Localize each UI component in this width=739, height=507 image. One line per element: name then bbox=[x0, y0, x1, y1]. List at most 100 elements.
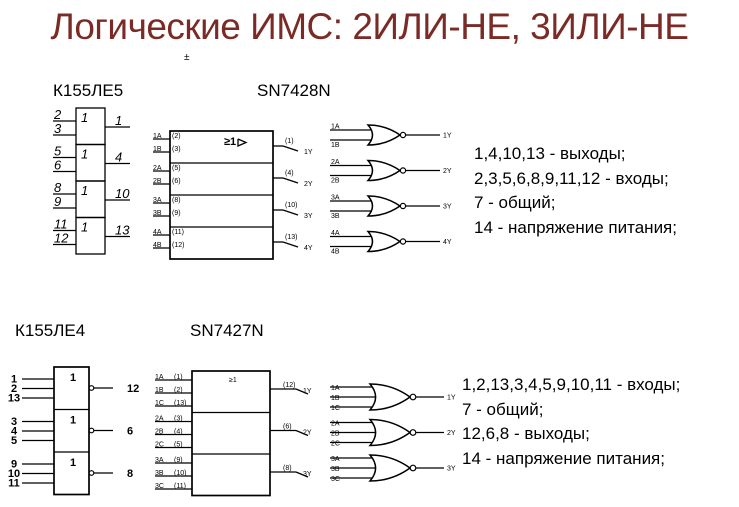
signal-name: 1B bbox=[153, 146, 162, 153]
signal-name: 1Y bbox=[447, 395, 456, 402]
chip-label-k155le5: К155ЛЕ5 bbox=[53, 81, 124, 100]
signal-name: 3A bbox=[331, 195, 340, 202]
chip-label-sn7427n: SN7427N bbox=[190, 321, 264, 340]
signal-name: 1C bbox=[331, 405, 340, 412]
legend-line: 14 - напряжение питания; bbox=[462, 448, 665, 468]
pin-number: (6) bbox=[172, 178, 181, 185]
signal-name: 2Y bbox=[303, 430, 312, 437]
chip-label-sn7428n: SN7428N bbox=[257, 81, 331, 100]
signal-name: 2C bbox=[331, 441, 340, 448]
chip-body bbox=[191, 370, 271, 497]
pin-number: 2 bbox=[11, 383, 17, 395]
pin-number: (6) bbox=[283, 424, 292, 431]
signal-name: 1B bbox=[331, 142, 340, 149]
signal-name: 2A bbox=[331, 421, 340, 428]
pin-number: 10 bbox=[115, 186, 130, 201]
signal-name: 2Y bbox=[304, 181, 313, 188]
pin-number: 4 bbox=[11, 426, 18, 438]
pin-number: 13 bbox=[115, 223, 130, 238]
inversion-bubble bbox=[409, 464, 417, 472]
pin-number: 13 bbox=[8, 393, 20, 405]
signal-name: 1Y bbox=[303, 388, 312, 395]
nor-gate-icon bbox=[366, 195, 402, 217]
output-lead bbox=[295, 388, 309, 395]
pin-number: 1 bbox=[115, 113, 122, 128]
pin-number: (5) bbox=[172, 165, 181, 172]
inversion-bubble bbox=[409, 393, 417, 401]
signal-name: 1A bbox=[153, 133, 162, 140]
chip-body bbox=[53, 366, 90, 496]
gate-symbol: 1 bbox=[70, 457, 76, 469]
gate-symbol: 1 bbox=[81, 220, 88, 235]
plus-minus-mark: ± bbox=[184, 52, 190, 63]
signal-name: 2B bbox=[331, 178, 340, 185]
gate-symbol: 1 bbox=[81, 147, 88, 162]
legend-line: 14 - напряжение питания; bbox=[474, 217, 677, 237]
pin-number: (1) bbox=[285, 138, 294, 145]
signal-name: 1A bbox=[331, 385, 340, 392]
signal-name: 3C bbox=[331, 476, 340, 483]
pin-number: (4) bbox=[174, 429, 183, 436]
output-lead bbox=[295, 471, 309, 478]
signal-name: 3A bbox=[155, 457, 164, 464]
signal-name: 3A bbox=[331, 456, 340, 463]
gate-symbol: 1 bbox=[81, 183, 88, 198]
signal-name: 2A bbox=[153, 165, 162, 172]
pin-number: 9 bbox=[54, 194, 61, 209]
pin-number: 5 bbox=[11, 435, 17, 447]
signal-name: 2Y bbox=[443, 168, 452, 175]
pin-number: 3 bbox=[54, 121, 62, 136]
gate-box bbox=[75, 216, 106, 255]
signal-name: 3Y bbox=[303, 471, 312, 478]
signal-name: 1A bbox=[155, 374, 164, 381]
pin-number: (9) bbox=[172, 210, 181, 217]
inversion-bubble bbox=[88, 427, 95, 434]
pin-number: (11) bbox=[174, 483, 186, 490]
signal-name: 1Y bbox=[304, 149, 313, 156]
gate-arrow-icon bbox=[237, 138, 248, 147]
pin-number: (10) bbox=[285, 202, 297, 209]
signal-name: 3A bbox=[153, 197, 162, 204]
pin-number: 11 bbox=[54, 217, 68, 232]
signal-name: 4Y bbox=[304, 245, 313, 252]
nor-gate-icon bbox=[368, 383, 412, 411]
signal-name: 2B bbox=[331, 431, 340, 438]
signal-name: 4B bbox=[331, 249, 340, 256]
legend-line: 7 - общий; bbox=[474, 193, 556, 212]
signal-name: 2B bbox=[155, 429, 164, 436]
signal-name: 1Y bbox=[443, 133, 452, 140]
pin-number: (1) bbox=[174, 374, 183, 381]
pin-number: (5) bbox=[174, 442, 183, 449]
inversion-bubble bbox=[409, 429, 417, 436]
pin-number: (2) bbox=[174, 387, 183, 394]
signal-name: 3Y bbox=[304, 213, 313, 220]
signal-name: 4A bbox=[331, 230, 340, 237]
signal-name: 2A bbox=[331, 159, 340, 166]
or-symbol: ≥1 bbox=[229, 377, 237, 384]
pin-number: (13) bbox=[174, 400, 186, 407]
signal-name: 3B bbox=[331, 466, 340, 473]
signal-name: 2C bbox=[155, 442, 164, 449]
signal-name: 3Y bbox=[443, 204, 452, 211]
pin-number: (4) bbox=[285, 170, 294, 177]
pin-number: 12 bbox=[54, 231, 69, 246]
signal-name: 4Y bbox=[443, 239, 452, 246]
inversion-bubble bbox=[399, 167, 407, 174]
output-lead bbox=[282, 177, 299, 184]
inversion-bubble bbox=[88, 385, 95, 391]
pin-number: 5 bbox=[54, 144, 62, 159]
inversion-bubble bbox=[399, 202, 407, 210]
signal-name: 3Y bbox=[447, 466, 456, 473]
nor-gate-icon bbox=[366, 230, 402, 253]
gate-symbol: 1 bbox=[70, 372, 76, 384]
gate-symbol: 1 bbox=[81, 110, 88, 125]
pin-number: 4 bbox=[115, 150, 122, 165]
pin-number: (12) bbox=[283, 382, 295, 389]
pin-number: (11) bbox=[172, 229, 184, 236]
nor-gate-icon bbox=[366, 124, 402, 146]
pin-number: 6 bbox=[127, 426, 133, 438]
pin-number: 8 bbox=[54, 180, 62, 195]
legend-line: 1,2,13,3,4,5,9,10,11 - входы; bbox=[462, 375, 681, 394]
gate-symbol: 1 bbox=[70, 415, 76, 427]
